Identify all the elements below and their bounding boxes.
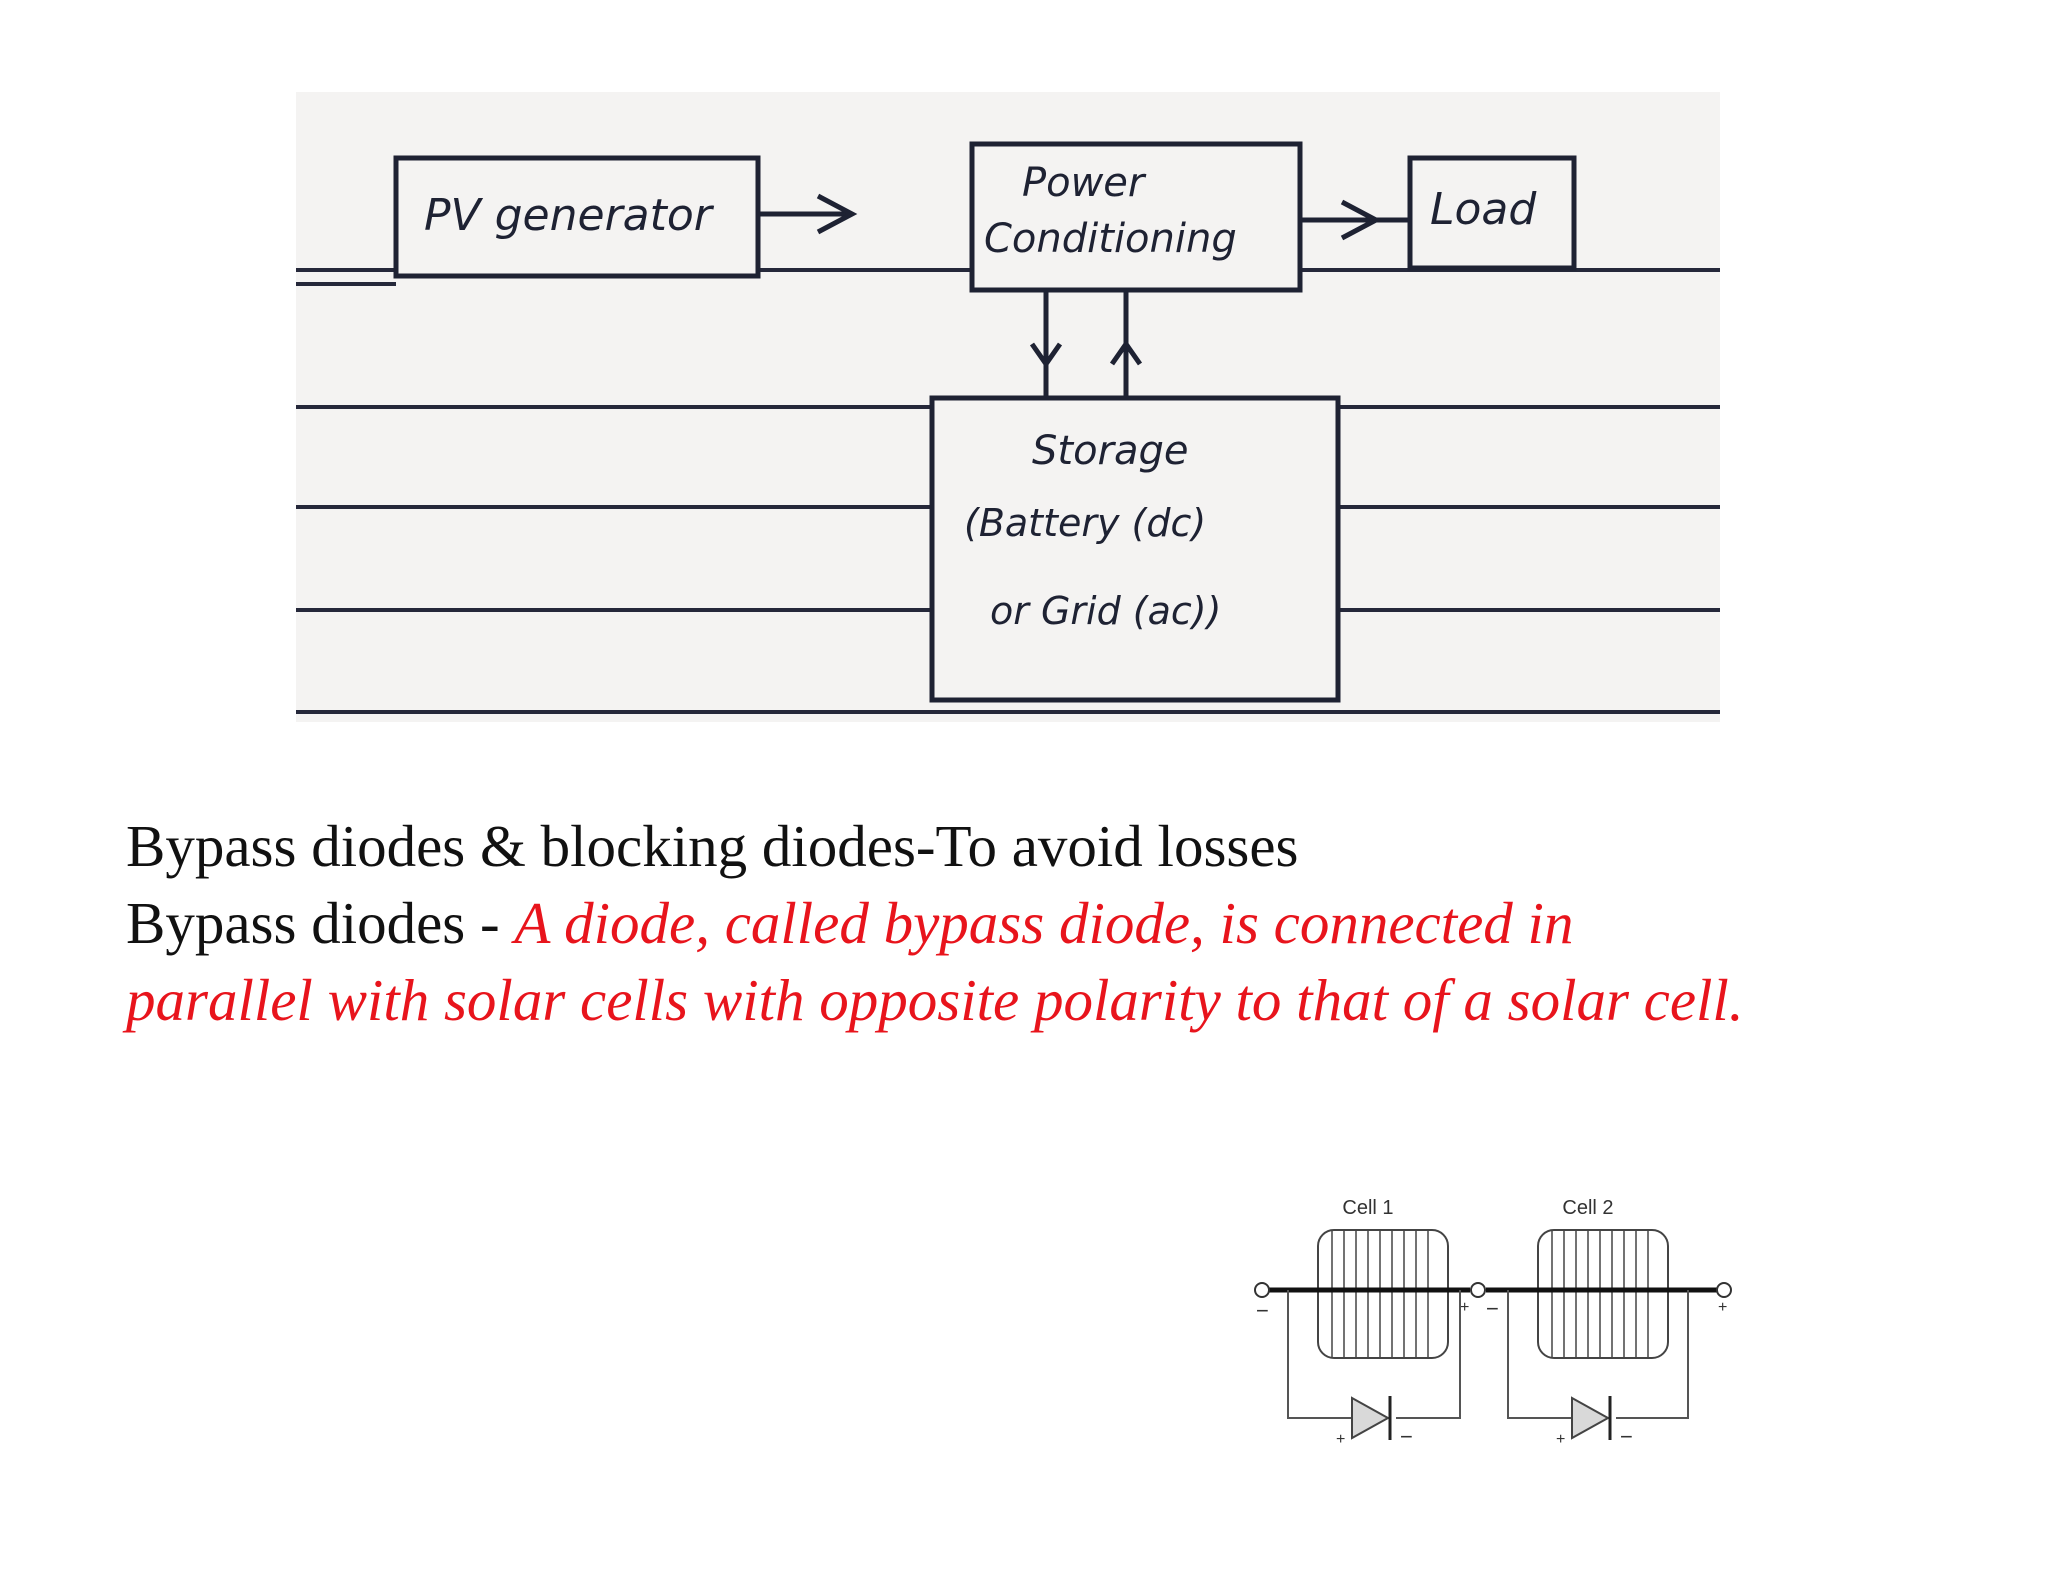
terminal-middle [1470,1282,1486,1298]
solar-cell-1 [1317,1229,1449,1359]
power-conditioning-label-line1: Power [1022,160,1147,206]
arrow-conditioning-to-load [1302,199,1410,241]
storage-label-line1: Storage [1032,428,1189,474]
text-line-2: Bypass diodes - A diode, called bypass d… [126,885,1986,962]
bypass-diode-2: + − [1556,1396,1633,1449]
load-label: Load [1430,184,1537,235]
terminal-right [1716,1282,1732,1298]
pv-generator-box: PV generator [393,155,761,279]
power-conditioning-label-line2: Conditioning [984,216,1237,262]
load-box: Load [1407,155,1577,271]
text-line-2-prefix: Bypass diodes - [126,890,515,956]
terminal-right-plus: + [1718,1299,1727,1316]
bypass-loop-1 [1287,1290,1461,1419]
bypass-diode-1: + − [1336,1396,1413,1449]
cell-1-label: Cell 1 [1342,1197,1393,1219]
diode-2-minus: − [1620,1424,1633,1449]
arrow-conditioning-to-storage [1029,290,1063,398]
pv-system-block-diagram: PV generator Power Conditioning Load Sto… [296,92,1720,722]
arrow-storage-to-conditioning [1109,290,1143,398]
diode-1-minus: − [1400,1424,1413,1449]
bypass-diodes-text: Bypass diodes & blocking diodes-To avoid… [126,808,1986,1039]
text-line-3-definition: parallel with solar cells with opposite … [126,967,1744,1033]
cell-2-fingers [1551,1230,1649,1358]
text-line-1: Bypass diodes & blocking diodes-To avoid… [126,813,1299,879]
storage-label-line2: (Battery (dc) [964,501,1206,545]
storage-label-line3: or Grid (ac)) [990,589,1221,633]
diode-2-plus: + [1556,1431,1565,1448]
terminal-middle-minus: − [1486,1296,1499,1321]
terminal-left [1254,1282,1270,1298]
text-line-2-definition: A diode, called bypass diode, is connect… [514,890,1574,956]
cell-1-fingers [1331,1230,1429,1358]
bypass-diode-cell-diagram: Cell 1 Cell 2 [1254,1197,1732,1449]
cell-2-label: Cell 2 [1562,1197,1613,1219]
arrow-pv-to-conditioning [760,193,858,235]
power-conditioning-box: Power Conditioning [969,141,1303,293]
solar-cell-2 [1537,1229,1669,1359]
terminal-left-minus: − [1256,1298,1269,1323]
bypass-loop-2 [1507,1290,1689,1419]
storage-box: Storage (Battery (dc) or Grid (ac)) [929,395,1341,703]
terminal-middle-plus: + [1460,1299,1469,1316]
pv-generator-label: PV generator [424,190,715,241]
diode-1-plus: + [1336,1431,1345,1448]
